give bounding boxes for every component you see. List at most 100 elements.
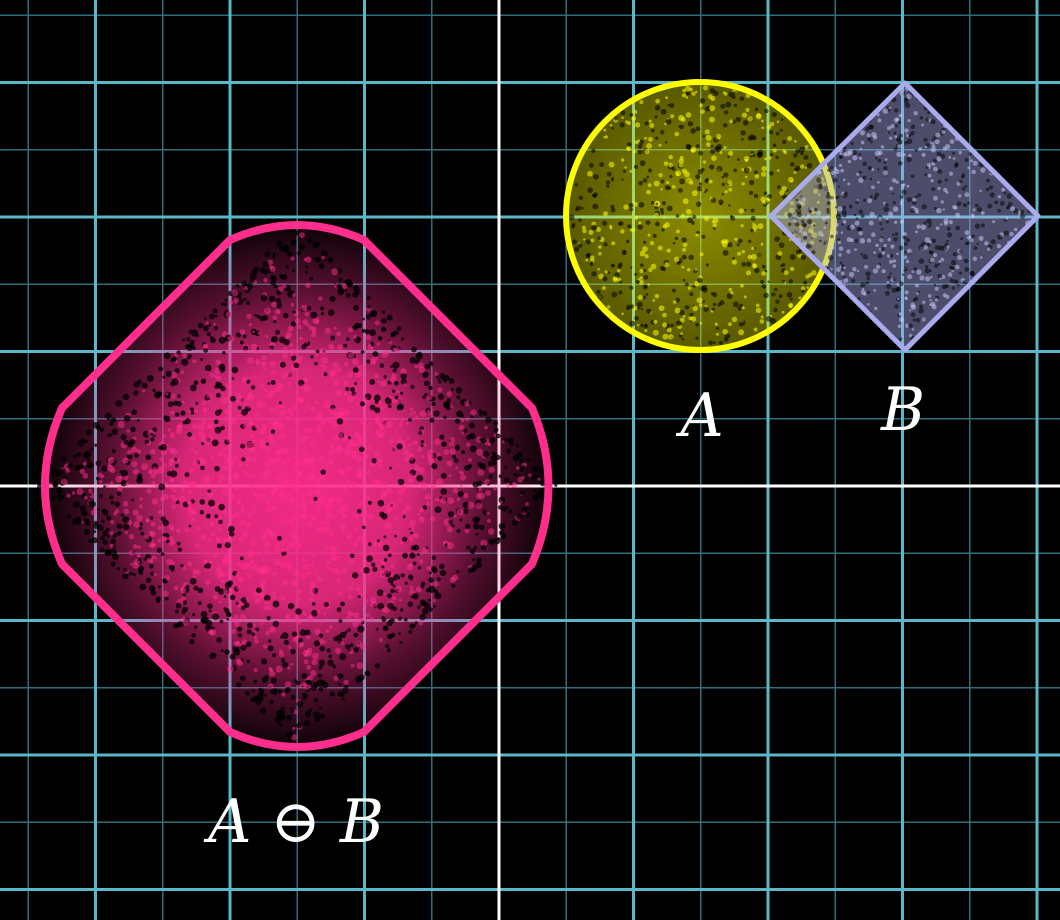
speckle-dot <box>260 383 265 389</box>
speckle-dot <box>664 141 668 144</box>
speckle-dot <box>160 516 166 522</box>
speckle-dot <box>347 436 352 440</box>
speckle-dot <box>257 597 262 602</box>
speckle-dot <box>131 498 135 502</box>
speckle-dot <box>361 593 366 598</box>
speckle-dot <box>757 223 764 230</box>
speckle-dot <box>701 285 708 291</box>
speckle-dot <box>853 213 857 217</box>
speckle-dot <box>382 482 388 487</box>
speckle-dot <box>327 502 334 509</box>
speckle-dot <box>436 577 441 582</box>
speckle-dot <box>754 173 760 179</box>
speckle-dot <box>328 530 335 537</box>
speckle-dot <box>241 376 248 383</box>
speckle-dot <box>345 386 350 392</box>
speckle-dot <box>381 617 387 623</box>
speckle-dot <box>253 679 258 684</box>
speckle-dot <box>400 337 405 341</box>
speckle-dot <box>353 632 359 638</box>
speckle-dot <box>743 167 750 174</box>
speckle-dot <box>174 464 179 468</box>
speckle-dot <box>287 250 293 257</box>
speckle-dot <box>747 239 752 243</box>
speckle-dot <box>189 638 195 645</box>
speckle-dot <box>588 229 594 235</box>
speckle-dot <box>51 495 56 501</box>
speckle-dot <box>479 524 485 531</box>
speckle-dot <box>446 391 453 397</box>
speckle-dot <box>883 161 887 165</box>
speckle-dot <box>327 257 334 263</box>
speckle-dot <box>347 352 355 359</box>
speckle-dot <box>136 553 142 558</box>
speckle-dot <box>131 446 138 453</box>
speckle-dot <box>590 238 595 243</box>
speckle-dot <box>899 202 903 206</box>
speckle-dot <box>412 410 417 415</box>
speckle-dot <box>722 329 728 335</box>
speckle-dot <box>679 178 685 185</box>
speckle-dot <box>637 306 641 310</box>
speckle-dot <box>233 298 240 304</box>
speckle-dot <box>313 711 321 719</box>
speckle-dot <box>181 358 189 366</box>
speckle-dot <box>893 108 899 113</box>
speckle-dot <box>192 359 197 364</box>
speckle-dot <box>278 401 282 405</box>
speckle-dot <box>342 409 350 417</box>
speckle-dot <box>439 569 447 577</box>
speckle-dot <box>290 412 295 416</box>
speckle-dot <box>744 175 748 179</box>
speckle-dot <box>363 446 368 452</box>
speckle-dot <box>379 363 385 368</box>
speckle-dot <box>945 294 950 299</box>
speckle-dot <box>716 165 723 172</box>
speckle-dot <box>354 514 359 519</box>
speckle-dot <box>626 147 630 150</box>
speckle-dot <box>642 246 648 252</box>
speckle-dot <box>343 280 347 284</box>
speckle-dot <box>457 491 464 498</box>
speckle-dot <box>619 122 625 128</box>
speckle-dot <box>787 212 792 217</box>
speckle-dot <box>636 301 643 308</box>
speckle-dot <box>241 457 246 462</box>
speckle-dot <box>163 352 171 359</box>
speckle-dot <box>370 346 374 351</box>
speckle-dot <box>299 629 307 636</box>
speckle-dot <box>705 263 709 267</box>
speckle-dot <box>353 431 360 439</box>
speckle-dot <box>626 307 629 311</box>
speckle-dot <box>262 261 269 268</box>
speckle-dot <box>350 386 356 393</box>
speckle-dot <box>136 514 144 522</box>
speckle-dot <box>392 389 396 393</box>
speckle-dot <box>793 170 797 174</box>
speckle-dot <box>873 289 877 292</box>
speckle-dot <box>291 734 298 741</box>
speckle-dot <box>213 504 218 509</box>
speckle-dot <box>958 179 963 184</box>
speckle-dot <box>843 266 846 269</box>
speckle-dot <box>326 513 333 520</box>
speckle-dot <box>642 178 648 183</box>
speckle-dot <box>366 470 371 475</box>
speckle-dot <box>515 466 520 470</box>
speckle-dot <box>939 277 942 281</box>
speckle-dot <box>268 605 273 611</box>
speckle-dot <box>129 571 133 576</box>
speckle-dot <box>192 346 196 350</box>
speckle-dot <box>508 509 513 514</box>
speckle-dot <box>132 468 139 475</box>
speckle-dot <box>629 285 634 290</box>
speckle-dot <box>504 465 508 470</box>
speckle-dot <box>413 532 420 539</box>
speckle-dot <box>989 192 995 198</box>
speckle-dot <box>826 201 831 206</box>
speckle-dot <box>321 681 329 689</box>
speckle-dot <box>936 156 942 162</box>
speckle-dot <box>165 392 169 396</box>
speckle-dot <box>199 509 205 515</box>
speckle-dot <box>137 557 142 562</box>
